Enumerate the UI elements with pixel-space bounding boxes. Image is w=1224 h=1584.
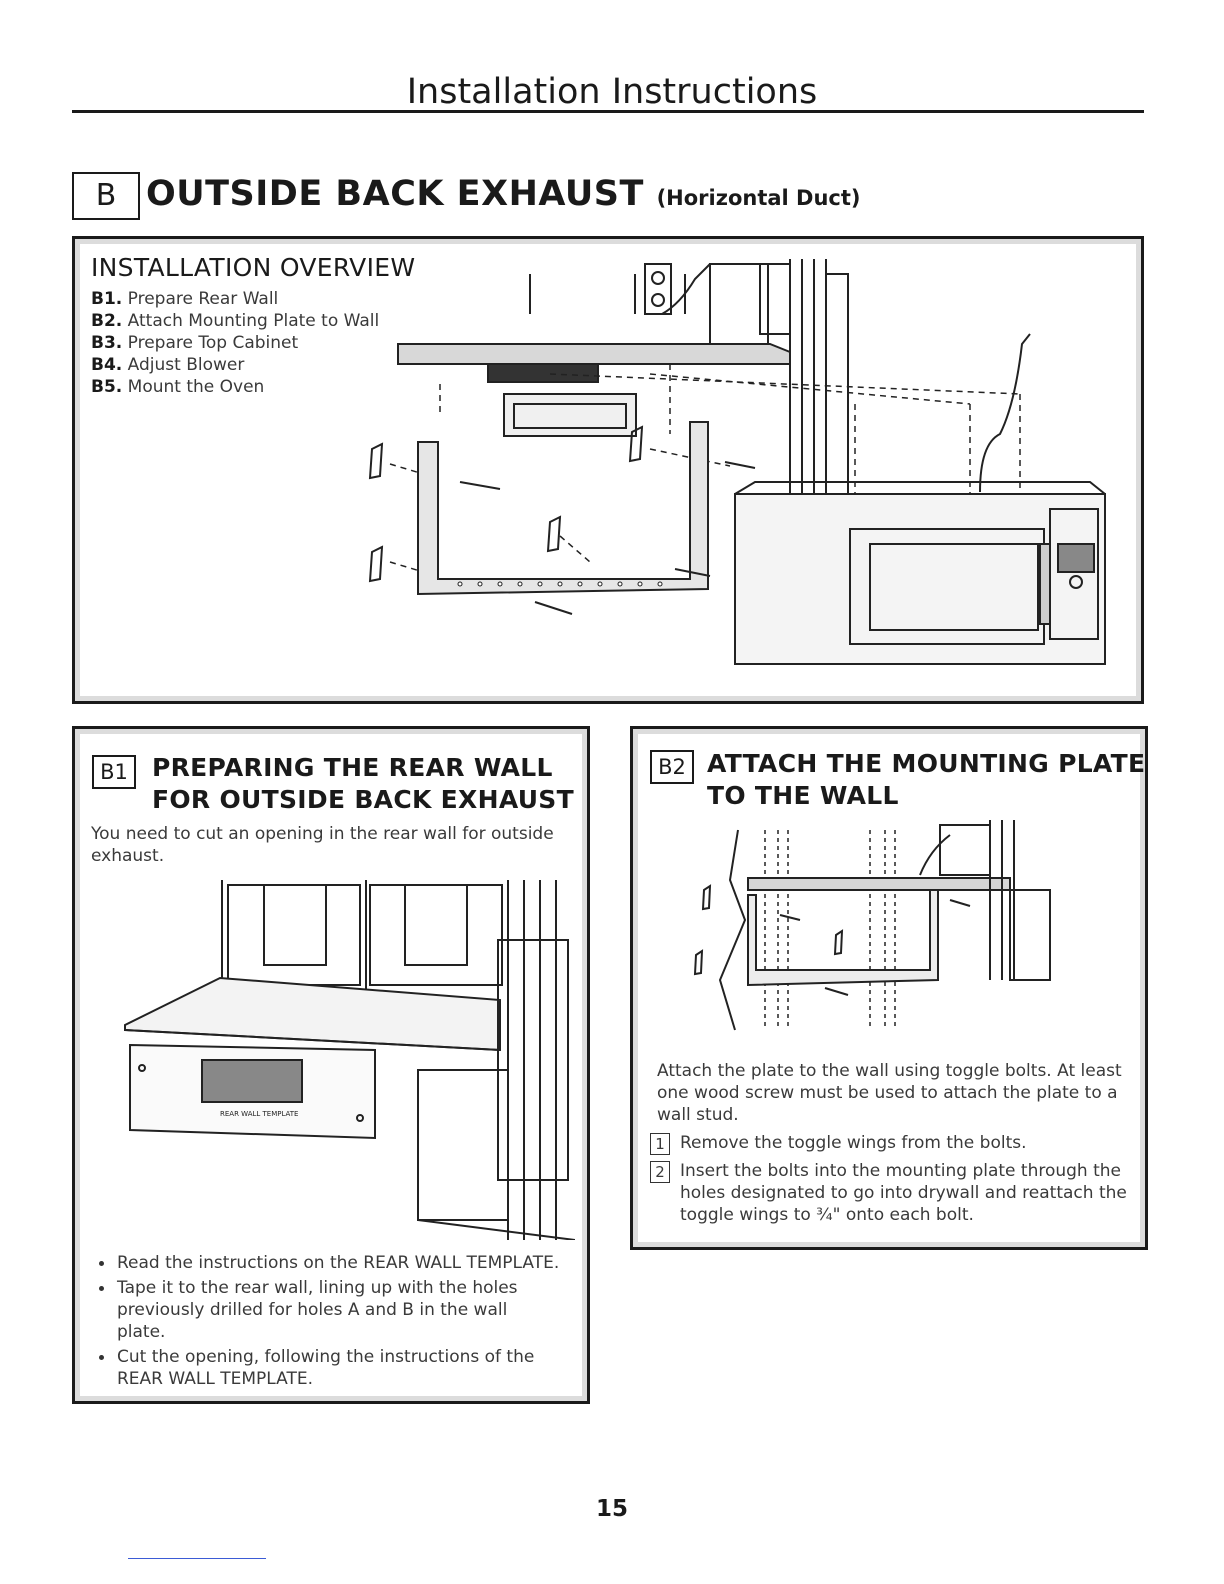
b2-step: 1 Remove the toggle wings from the bolts… [650, 1132, 1130, 1155]
bolt-icon [459, 481, 501, 490]
overview-step: B4. Adjust Blower [91, 355, 245, 375]
bolt-icon [534, 601, 573, 615]
overview-step: B3. Prepare Top Cabinet [91, 333, 299, 353]
b1-title-line2: FOR OUTSIDE BACK EXHAUST [152, 785, 574, 814]
power-cord [979, 333, 1031, 493]
toggle-wing-icon [628, 425, 644, 463]
b2-title-line2: TO THE WALL [707, 781, 899, 810]
b2-intro: Attach the plate to the wall using toggl… [657, 1061, 1122, 1125]
step-number-badge: 1 [650, 1133, 670, 1155]
b1-illustration: REAR WALL TEMPLATE [124, 880, 575, 1240]
bolt-icon [824, 987, 849, 996]
section-tag: B [72, 172, 140, 220]
toggle-wing-icon [833, 929, 844, 956]
exhaust-adaptor [503, 393, 637, 437]
overview-illustration [368, 259, 1106, 665]
cabinet-door [227, 884, 361, 986]
b1-intro: You need to cut an opening in the rear w… [91, 824, 554, 866]
b2-tag: B2 [650, 750, 694, 784]
b2-title-line1: ATTACH THE MOUNTING PLATE [707, 749, 1146, 778]
header-rule [72, 110, 1144, 113]
overview-step: B1. Prepare Rear Wall [91, 289, 279, 309]
b1-tag: B1 [92, 755, 136, 789]
b2-step: 2 Insert the bolts into the mounting pla… [650, 1160, 1130, 1226]
template-label: REAR WALL TEMPLATE [220, 1110, 298, 1118]
template-cutout [201, 1059, 303, 1103]
section-title: OUTSIDE BACK EXHAUST (Horizontal Duct) [146, 170, 861, 222]
toggle-wing-icon [693, 949, 704, 976]
exhaust-opening [487, 363, 599, 383]
b1-bullet-list: Read the instructions on the REAR WALL T… [91, 1252, 561, 1393]
toggle-wing-icon [368, 545, 384, 583]
bolt-icon [724, 461, 756, 469]
toggle-wing-icon [368, 442, 384, 480]
mounting-plate [417, 421, 709, 596]
microwave-oven [734, 493, 1106, 665]
toggle-wing-icon [701, 884, 712, 911]
section-subtitle: (Horizontal Duct) [656, 186, 861, 210]
cabinet-bottom [397, 343, 791, 365]
overview-panel [72, 236, 1144, 704]
door-handle [1039, 543, 1051, 625]
page-header-title: Installation Instructions [406, 72, 818, 112]
footer-link-rule [128, 1558, 266, 1559]
overview-step: B5. Mount the Oven [91, 377, 265, 397]
page-number: 15 [595, 1496, 628, 1522]
b1-bullet: Tape it to the rear wall, lining up with… [91, 1277, 561, 1343]
overview-step: B2. Attach Mounting Plate to Wall [91, 311, 380, 331]
bolt-icon [779, 914, 801, 921]
cabinet-door-edge [759, 263, 791, 335]
bolt-icon [949, 899, 971, 907]
b1-bullet: Read the instructions on the REAR WALL T… [91, 1252, 561, 1274]
b1-bullet: Cut the opening, following the instructi… [91, 1346, 561, 1390]
cabinet-door [369, 884, 503, 986]
mounting-plate [747, 889, 939, 987]
oven-window [869, 543, 1039, 631]
b1-panel [72, 726, 590, 1404]
b2-illustration [693, 820, 1051, 1031]
cabinet-bottom [747, 877, 1011, 891]
b2-panel [630, 726, 1148, 1250]
b1-title-line1: PREPARING THE REAR WALL [152, 753, 553, 782]
drywall-edge [718, 829, 747, 1031]
step-number-badge: 2 [650, 1161, 670, 1183]
section-title-main: OUTSIDE BACK EXHAUST [146, 174, 644, 214]
overview-step-list: B1. Prepare Rear Wall B2. Attach Mountin… [91, 288, 379, 398]
toggle-wing-icon [546, 515, 562, 553]
bolt-icon [674, 568, 711, 577]
outlet-icon [644, 263, 672, 315]
b2-step-list: 1 Remove the toggle wings from the bolts… [650, 1132, 1130, 1232]
overview-title: INSTALLATION OVERVIEW [91, 253, 416, 282]
